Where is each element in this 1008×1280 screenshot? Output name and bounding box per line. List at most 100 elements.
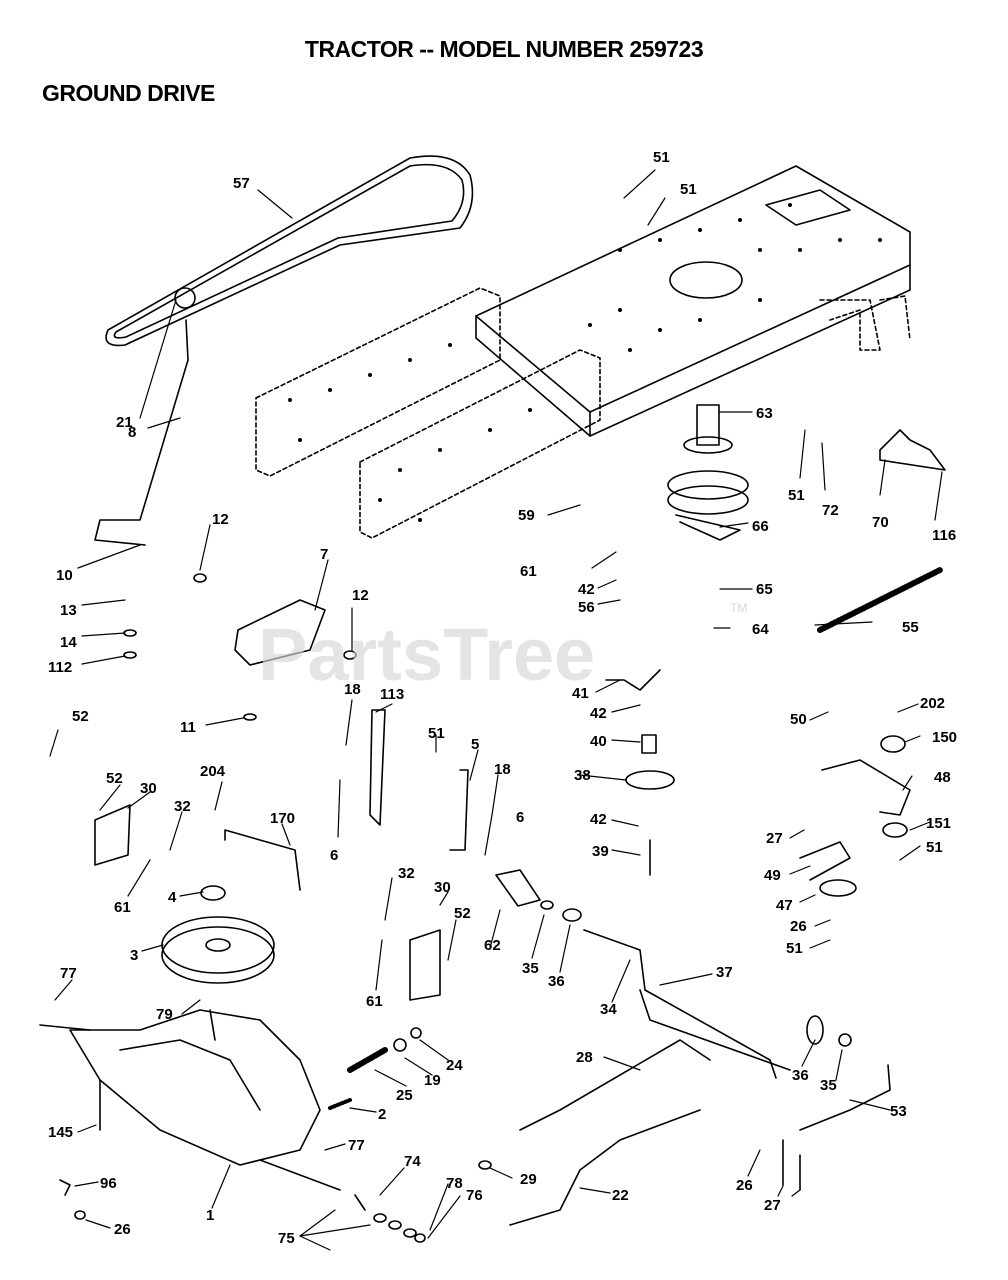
callout-61[interactable]: 61 (366, 993, 383, 1010)
callout-77[interactable]: 77 (348, 1137, 365, 1154)
callout-51[interactable]: 51 (653, 149, 670, 166)
callout-32[interactable]: 32 (398, 865, 415, 882)
rod-part[interactable] (879, 429, 946, 471)
callout-30[interactable]: 30 (140, 780, 157, 797)
callout-18[interactable]: 18 (494, 761, 511, 778)
callout-21[interactable]: 21 (116, 414, 133, 431)
callout-70[interactable]: 70 (872, 514, 889, 531)
callout-42[interactable]: 42 (590, 811, 607, 828)
callout-64[interactable]: 64 (752, 621, 769, 638)
idler-bracket-part[interactable] (821, 759, 911, 816)
callout-22[interactable]: 22 (612, 1187, 629, 1204)
callout-204[interactable]: 204 (200, 763, 226, 780)
callout-55[interactable]: 55 (902, 619, 919, 636)
callout-12[interactable]: 12 (352, 587, 369, 604)
callout-18[interactable]: 18 (344, 681, 361, 698)
shift-lever-part[interactable] (94, 319, 189, 546)
lever-bracket-part[interactable] (234, 599, 326, 666)
drive-pulley-part[interactable] (667, 404, 749, 515)
callout-13[interactable]: 13 (60, 602, 77, 619)
shift-knob-part[interactable] (174, 287, 196, 309)
drive-belt-part[interactable] (105, 155, 474, 347)
transaxle-pulley-part[interactable] (161, 916, 275, 984)
callout-202[interactable]: 202 (920, 695, 945, 712)
callout-32[interactable]: 32 (174, 798, 191, 815)
bracket-30-left-part[interactable] (94, 804, 131, 866)
callout-116[interactable]: 116 (932, 527, 956, 544)
callout-52[interactable]: 52 (106, 770, 123, 787)
callout-36[interactable]: 36 (548, 973, 565, 990)
idler-bushing-part[interactable] (880, 735, 906, 753)
spring-2-part[interactable] (328, 1098, 352, 1110)
callout-3[interactable]: 3 (130, 947, 138, 964)
callout-51[interactable]: 51 (926, 839, 943, 856)
callout-35[interactable]: 35 (820, 1077, 837, 1094)
callout-4[interactable]: 4 (168, 889, 177, 906)
callout-77[interactable]: 77 (60, 965, 77, 982)
idler-arm-part[interactable] (605, 669, 661, 691)
callout-10[interactable]: 10 (56, 567, 73, 584)
belt-keeper-part[interactable] (799, 841, 851, 881)
rod-28-part[interactable] (519, 1039, 711, 1131)
rod-22-part[interactable] (509, 1109, 701, 1226)
callout-27[interactable]: 27 (766, 830, 783, 847)
spacer-62-part[interactable] (495, 869, 541, 907)
callout-7[interactable]: 7 (320, 546, 328, 563)
callout-51[interactable]: 51 (428, 725, 445, 742)
washer-151-part[interactable] (882, 822, 908, 838)
callout-59[interactable]: 59 (518, 507, 535, 524)
callout-27[interactable]: 27 (764, 1197, 781, 1214)
callout-36[interactable]: 36 (792, 1067, 809, 1084)
retaining-ring-part[interactable] (200, 885, 226, 901)
callout-151[interactable]: 151 (926, 815, 951, 832)
callout-47[interactable]: 47 (776, 897, 793, 914)
callout-75[interactable]: 75 (278, 1230, 295, 1247)
callout-5[interactable]: 5 (471, 736, 479, 753)
callout-79[interactable]: 79 (156, 1006, 173, 1023)
callout-170[interactable]: 170 (270, 810, 295, 827)
washer-35-part[interactable] (540, 900, 554, 910)
callout-14[interactable]: 14 (60, 634, 77, 651)
callout-48[interactable]: 48 (934, 769, 951, 786)
callout-30[interactable]: 30 (434, 879, 451, 896)
callout-39[interactable]: 39 (592, 843, 609, 860)
belt-guide-part[interactable] (675, 514, 741, 541)
callout-11[interactable]: 11 (180, 719, 196, 736)
callout-26[interactable]: 26 (114, 1221, 131, 1238)
callout-96[interactable]: 96 (100, 1175, 117, 1192)
callout-63[interactable]: 63 (756, 405, 773, 422)
callout-113[interactable]: 113 (380, 686, 404, 703)
callout-61[interactable]: 61 (114, 899, 131, 916)
washer-36-part[interactable] (562, 908, 582, 922)
callout-38[interactable]: 38 (574, 767, 591, 784)
callout-35[interactable]: 35 (522, 960, 539, 977)
callout-40[interactable]: 40 (590, 733, 607, 750)
callout-24[interactable]: 24 (446, 1057, 463, 1074)
callout-50[interactable]: 50 (790, 711, 807, 728)
callout-145[interactable]: 145 (48, 1124, 73, 1141)
callout-34[interactable]: 34 (600, 1001, 617, 1018)
callout-26[interactable]: 26 (790, 918, 807, 935)
spacer-part[interactable] (641, 734, 657, 754)
tractor-frame-part[interactable] (255, 165, 911, 539)
callout-56[interactable]: 56 (578, 599, 595, 616)
spring-25-part[interactable] (347, 1047, 388, 1073)
callout-25[interactable]: 25 (396, 1087, 413, 1104)
shaft-34-part[interactable] (583, 929, 777, 1079)
callout-2[interactable]: 2 (378, 1106, 386, 1123)
idler-pulley-47-part[interactable] (819, 879, 857, 897)
callout-52[interactable]: 52 (454, 905, 471, 922)
callout-61[interactable]: 61 (520, 563, 537, 580)
callout-28[interactable]: 28 (576, 1049, 593, 1066)
callout-8[interactable]: 8 (128, 424, 136, 441)
callout-42[interactable]: 42 (578, 581, 595, 598)
transaxle-part[interactable] (39, 1009, 341, 1191)
idler-pulley-part[interactable] (625, 770, 675, 790)
spring-part[interactable] (817, 567, 943, 633)
callout-51[interactable]: 51 (680, 181, 697, 198)
callout-53[interactable]: 53 (890, 1103, 907, 1120)
callout-112[interactable]: 112 (48, 659, 72, 676)
callout-12[interactable]: 12 (212, 511, 229, 528)
callout-66[interactable]: 66 (752, 518, 769, 535)
callout-41[interactable]: 41 (572, 685, 589, 702)
